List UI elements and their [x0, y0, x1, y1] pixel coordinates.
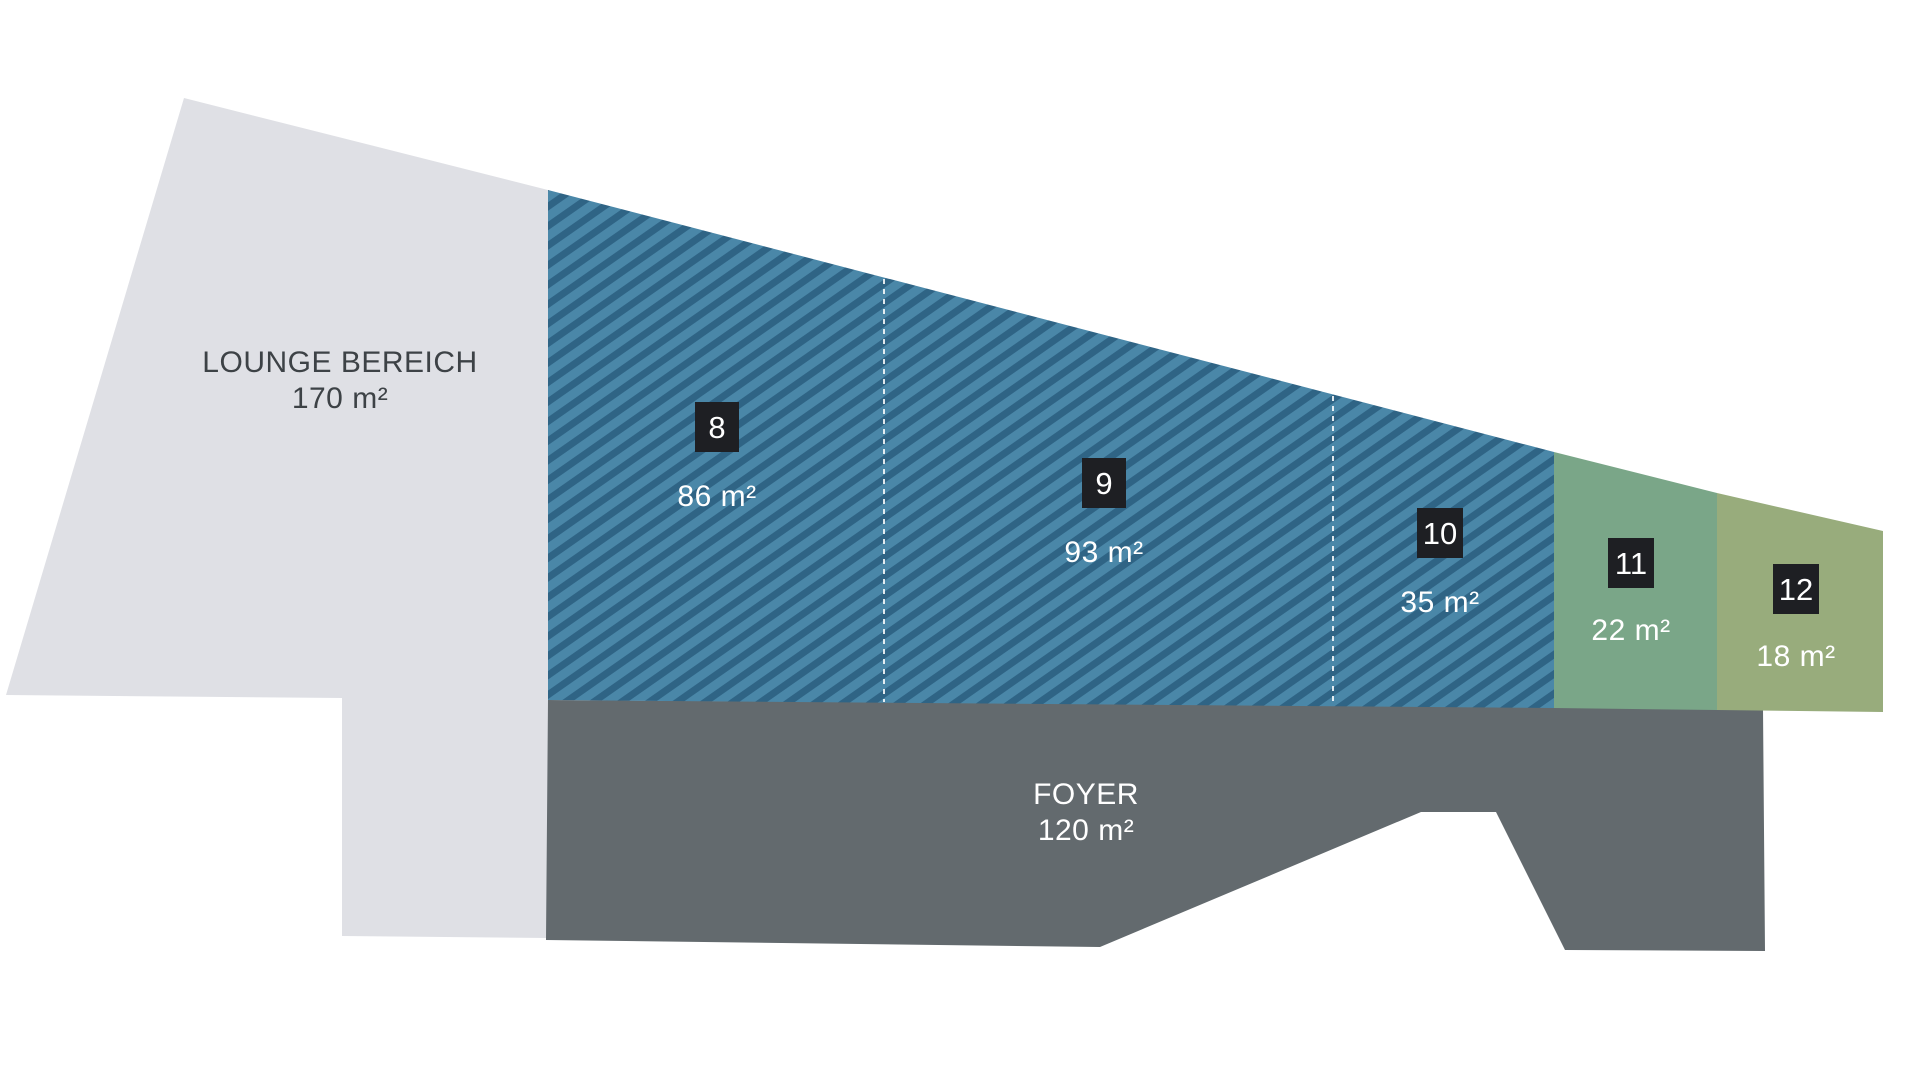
room-12-area-label: 18 m²	[1756, 640, 1835, 673]
room-8-number: 8	[708, 410, 725, 445]
room-9-area-label: 93 m²	[1064, 536, 1143, 569]
lounge-name-label: LOUNGE BEREICH	[202, 346, 477, 379]
room-12-badge	[1773, 564, 1819, 614]
foyer-name-label: FOYER	[1033, 778, 1139, 811]
foyer-area-label: 120 m²	[1038, 814, 1134, 847]
room-11-number: 11	[1615, 546, 1647, 581]
room-12-number: 12	[1779, 572, 1813, 607]
meeting-rooms-8-10-area	[548, 190, 1554, 708]
room-9-badge	[1082, 458, 1126, 508]
room-11-badge	[1608, 538, 1654, 588]
room-8-area-label: 86 m²	[677, 480, 756, 513]
room-11-area-label: 22 m²	[1591, 614, 1670, 647]
room-10-number: 10	[1423, 516, 1457, 551]
room-9-number: 9	[1095, 466, 1112, 501]
lounge-area[interactable]	[6, 98, 548, 938]
room-8-badge	[695, 402, 739, 452]
room-10-badge	[1417, 508, 1463, 558]
room-10-area-label: 35 m²	[1400, 586, 1479, 619]
foyer-area[interactable]	[546, 700, 1765, 951]
lounge-area-label: 170 m²	[292, 382, 388, 415]
